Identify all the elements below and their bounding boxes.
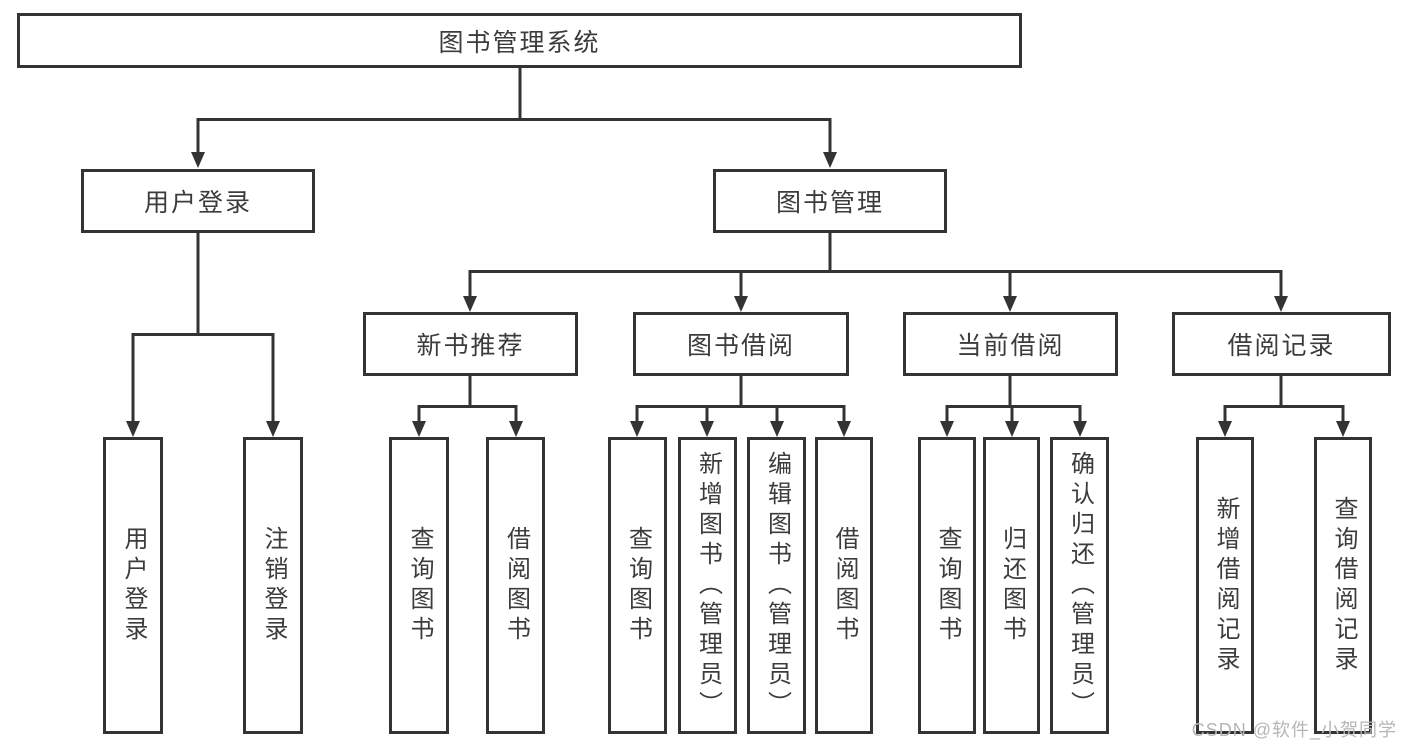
leaf-records-query-record: 查询借阅记录: [1314, 437, 1372, 734]
node-book-management-label: 图书管理: [775, 189, 884, 217]
node-current-borrow-label: 当前借阅: [956, 332, 1065, 360]
node-borrow-records: 借阅记录: [1172, 312, 1391, 376]
node-book-borrow: 图书借阅: [633, 312, 849, 376]
leaf-borrow-edit-books-admin-label: 编辑图书（管理员）: [763, 450, 791, 721]
leaf-user-login-label: 用户登录: [120, 525, 147, 646]
leaf-borrow-borrow-books-label: 借阅图书: [831, 525, 858, 646]
leaf-borrow-query-books-label: 查询图书: [624, 525, 652, 646]
leaf-current-confirm-return-admin-label: 确认归还（管理员）: [1066, 450, 1094, 721]
leaf-borrow-edit-books-admin: 编辑图书（管理员）: [747, 437, 806, 734]
node-book-management: 图书管理: [713, 169, 947, 233]
leaf-borrow-add-books-admin: 新增图书（管理员）: [678, 437, 737, 734]
node-current-borrow: 当前借阅: [903, 312, 1118, 376]
leaf-current-return-books: 归还图书: [983, 437, 1040, 734]
leaf-borrow-borrow-books: 借阅图书: [815, 437, 873, 734]
leaf-records-add-record-label: 新增借阅记录: [1212, 495, 1239, 676]
leaf-logout-label: 注销登录: [260, 525, 287, 646]
watermark-text: CSDN @软件_小贺同学: [1191, 720, 1397, 740]
leaf-logout: 注销登录: [243, 437, 303, 734]
leaf-newbook-query-books: 查询图书: [389, 437, 449, 734]
node-user-login-label: 用户登录: [143, 189, 252, 217]
node-book-borrow-label: 图书借阅: [686, 332, 795, 360]
leaf-borrow-add-books-admin-label: 新增图书（管理员）: [694, 450, 722, 721]
leaf-current-query-books-label: 查询图书: [934, 525, 961, 646]
node-user-login: 用户登录: [81, 169, 315, 233]
leaf-records-add-record: 新增借阅记录: [1196, 437, 1254, 734]
leaf-records-query-record-label: 查询借阅记录: [1330, 495, 1357, 676]
node-root-label: 图书管理系统: [438, 28, 601, 57]
leaf-current-query-books: 查询图书: [918, 437, 976, 734]
leaf-current-confirm-return-admin: 确认归还（管理员）: [1050, 437, 1109, 734]
leaf-user-login: 用户登录: [103, 437, 163, 734]
leaf-newbook-borrow-books-label: 借阅图书: [502, 525, 530, 646]
node-new-book-recommend-label: 新书推荐: [416, 332, 525, 360]
leaf-current-return-books-label: 归还图书: [998, 525, 1026, 646]
node-new-book-recommend: 新书推荐: [363, 312, 578, 376]
node-root: 图书管理系统: [17, 13, 1022, 68]
node-borrow-records-label: 借阅记录: [1227, 332, 1336, 360]
leaf-newbook-query-books-label: 查询图书: [406, 525, 433, 646]
leaf-borrow-query-books: 查询图书: [608, 437, 667, 734]
leaf-newbook-borrow-books: 借阅图书: [486, 437, 545, 734]
